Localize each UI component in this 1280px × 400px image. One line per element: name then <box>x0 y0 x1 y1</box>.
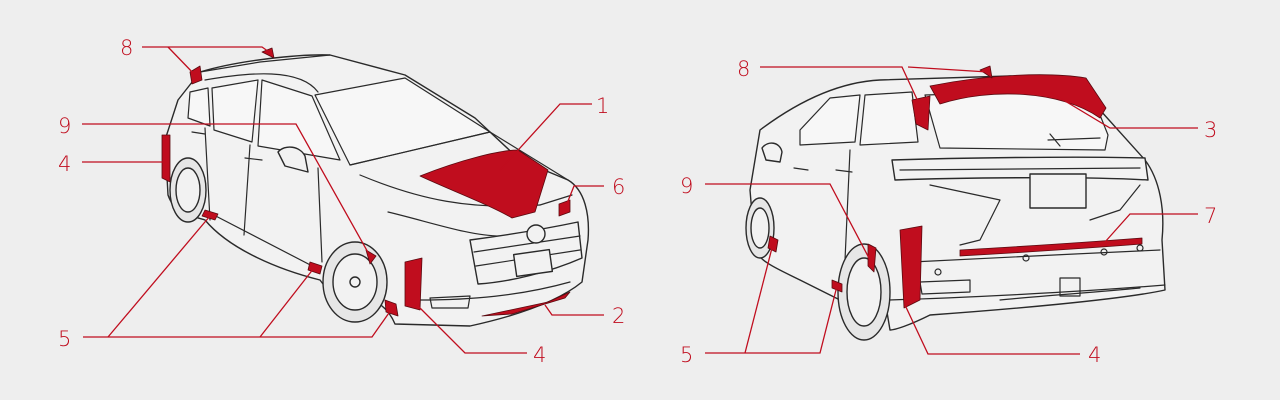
side-sill-rear <box>201 209 219 221</box>
callout-rear-8: 8 <box>737 57 750 81</box>
rear-corner-left <box>899 225 923 309</box>
front-wheel-arch-trim <box>384 299 399 317</box>
rear-car-illustration <box>745 75 1166 341</box>
callout-front-6: 6 <box>612 175 625 199</box>
callout-front-8: 8 <box>120 36 133 60</box>
front-highlighted-parts <box>161 47 571 317</box>
callout-rear-7: 7 <box>1204 204 1217 228</box>
front-car-illustration <box>164 54 590 327</box>
callout-rear-5: 5 <box>680 343 693 367</box>
callout-front-9: 9 <box>58 114 71 138</box>
front-corner-left <box>404 257 423 311</box>
callout-front-5: 5 <box>58 327 71 351</box>
rear-quarter-strip <box>161 134 171 183</box>
hood-decal <box>419 149 549 219</box>
callout-labels: 8 9 4 5 1 6 2 4 8 9 5 3 7 4 <box>58 36 1217 367</box>
callout-rear-4: 4 <box>1088 343 1101 367</box>
callout-front-4b: 4 <box>533 343 546 367</box>
front-lower-lip <box>481 291 571 317</box>
rear-highlighted-parts <box>767 65 1143 309</box>
rear-bumper-strip <box>959 237 1143 257</box>
roof-spoiler-tip <box>261 47 275 59</box>
rear-wheel-inner <box>867 243 877 273</box>
leader-lines <box>82 46 1198 355</box>
callout-front-1: 1 <box>596 94 609 118</box>
rear-roof-spoiler <box>929 74 1107 119</box>
callout-rear-9: 9 <box>680 174 693 198</box>
callout-rear-3: 3 <box>1204 118 1217 142</box>
callout-front-4a: 4 <box>58 152 71 176</box>
rear-spoiler-end <box>189 65 203 85</box>
callout-front-2: 2 <box>612 304 625 328</box>
rear-spoiler-left-end <box>911 95 931 131</box>
